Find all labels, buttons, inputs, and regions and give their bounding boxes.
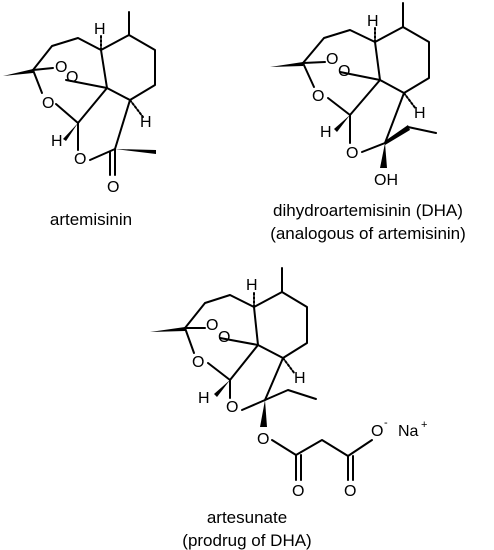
atom-h-bridge: H (198, 390, 210, 407)
atom-h-top: H (367, 13, 379, 30)
atom-h-top: H (94, 21, 106, 38)
atom-hydroxyl: OH (374, 172, 398, 189)
atom-ester-o: O (257, 431, 269, 448)
atom-lactone-o: O (74, 151, 86, 168)
atom-ring-o: O (42, 95, 54, 112)
atom-carboxylate-o: O (371, 423, 383, 440)
charge-minus: - (384, 417, 388, 429)
atom-ester-carbonyl-o: O (292, 483, 304, 500)
atom-h-top: H (246, 277, 258, 294)
atom-h-right: H (140, 114, 152, 131)
molecule-dha: O O O O OH H H H dihydroartemisinin (DHA… (270, 2, 466, 243)
atom-peroxide-o-1: O (326, 51, 338, 68)
charge-plus: + (421, 419, 427, 431)
caption-artesunate-line2: (prodrug of DHA) (182, 531, 311, 550)
atom-ring-o: O (312, 88, 324, 105)
atom-carbonyl-o: O (107, 179, 119, 196)
caption-dha-line2: (analogous of artemisinin) (270, 224, 466, 243)
atom-lactol-o: O (226, 399, 238, 416)
atom-h-bridge: H (320, 124, 332, 141)
molecule-artesunate: O O O O O O O O - Na + H H H artesunate … (150, 267, 427, 550)
caption-artemisinin: artemisinin (50, 210, 132, 229)
atom-acid-carbonyl-o: O (344, 483, 356, 500)
caption-artesunate-line1: artesunate (207, 508, 287, 527)
atom-peroxide-o-2: O (66, 69, 78, 86)
molecule-artemisinin: O O O O O H H H artemisinin (3, 11, 156, 229)
atom-h-right: H (414, 105, 426, 122)
atom-peroxide-o-2: O (218, 329, 230, 346)
atom-lactol-o: O (346, 145, 358, 162)
atom-h-right: H (294, 370, 306, 387)
caption-dha-line1: dihydroartemisinin (DHA) (273, 201, 463, 220)
atom-peroxide-o-1: O (206, 317, 218, 334)
atom-ring-o: O (192, 354, 204, 371)
atom-h-bridge: H (51, 133, 63, 150)
atom-peroxide-o-1: O (55, 59, 67, 76)
atom-peroxide-o-2: O (338, 63, 350, 80)
atom-sodium: Na (398, 423, 419, 440)
